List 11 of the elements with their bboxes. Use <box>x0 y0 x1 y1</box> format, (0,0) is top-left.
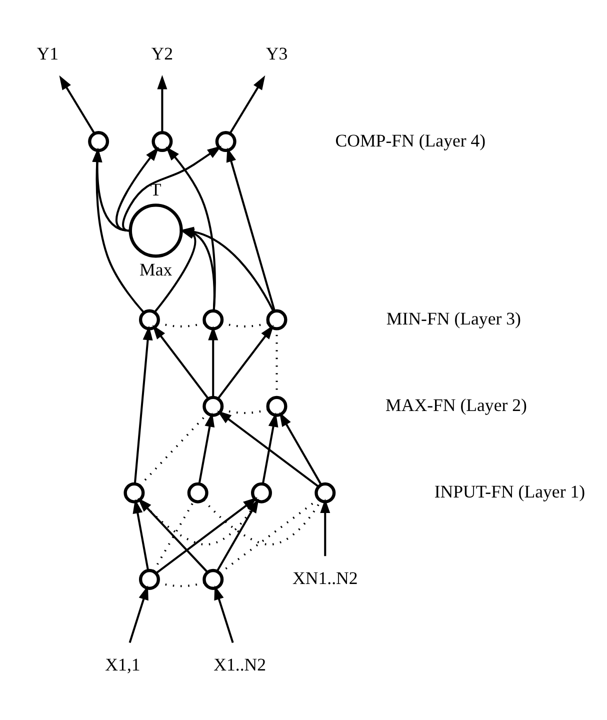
label: COMP-FN (Layer 4) <box>335 130 486 150</box>
node-text: X1..N2 <box>214 654 266 674</box>
label: MAX-FN (Layer 2) <box>386 394 527 415</box>
label: INPUT-FN (Layer 1) <box>434 481 586 502</box>
node-text: Y2 <box>151 43 174 64</box>
node-text: XN1..N2 <box>292 568 358 588</box>
node-text: X1,1 <box>105 654 140 674</box>
node-text: Y1 <box>36 43 59 64</box>
node-text: Y3 <box>266 43 288 64</box>
label: MIN-FN (Layer 3) <box>386 308 521 328</box>
node-label: Max <box>140 258 172 279</box>
